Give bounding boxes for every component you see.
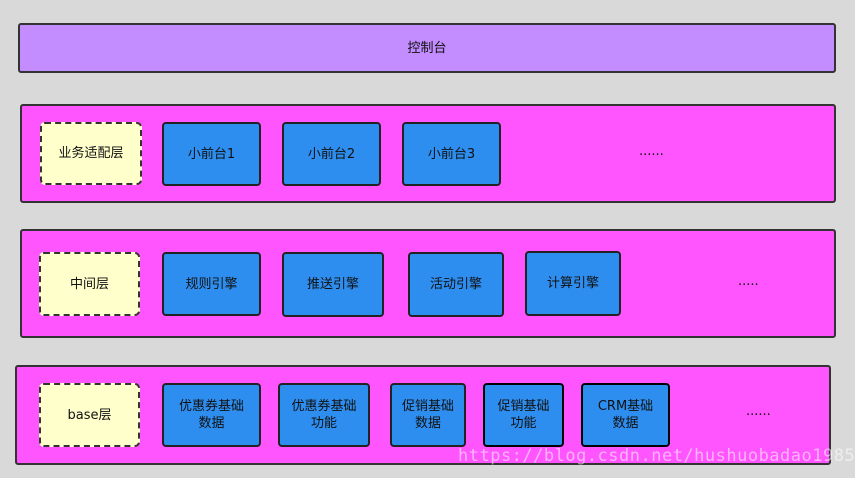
business-layer-label: 业务适配层: [40, 122, 142, 185]
base-ellipsis: ......: [746, 404, 771, 419]
middle-layer-label: 中间层: [39, 252, 140, 316]
base-module-4: 促销基础 功能: [483, 383, 564, 447]
middle-layer-label-text: 中间层: [69, 276, 109, 292]
business-module-2: 小前台2: [282, 122, 381, 186]
business-ellipsis: ......: [639, 144, 664, 159]
base-module-2: 优惠券基础 功能: [278, 383, 370, 447]
middle-ellipsis: .....: [738, 274, 759, 289]
business-module-1: 小前台1: [162, 122, 261, 186]
base-module-5: CRM基础 数据: [581, 383, 670, 447]
middle-module-3: 活动引擎: [408, 252, 504, 317]
middle-module-4: 计算引擎: [525, 251, 621, 316]
console-bar: 控制台: [18, 23, 836, 73]
middle-module-2: 推送引擎: [282, 252, 384, 317]
base-module-3: 促销基础 数据: [390, 383, 466, 447]
business-module-3: 小前台3: [402, 122, 501, 186]
base-layer-label: base层: [39, 383, 140, 447]
business-layer-label-text: 业务适配层: [58, 146, 124, 161]
console-label: 控制台: [407, 40, 447, 56]
base-module-1: 优惠券基础 数据: [162, 383, 261, 447]
middle-module-1: 规则引擎: [162, 252, 261, 316]
base-layer-label-text: base层: [67, 407, 112, 423]
watermark-text: https://blog.csdn.net/hushuobadao1985: [458, 446, 855, 466]
